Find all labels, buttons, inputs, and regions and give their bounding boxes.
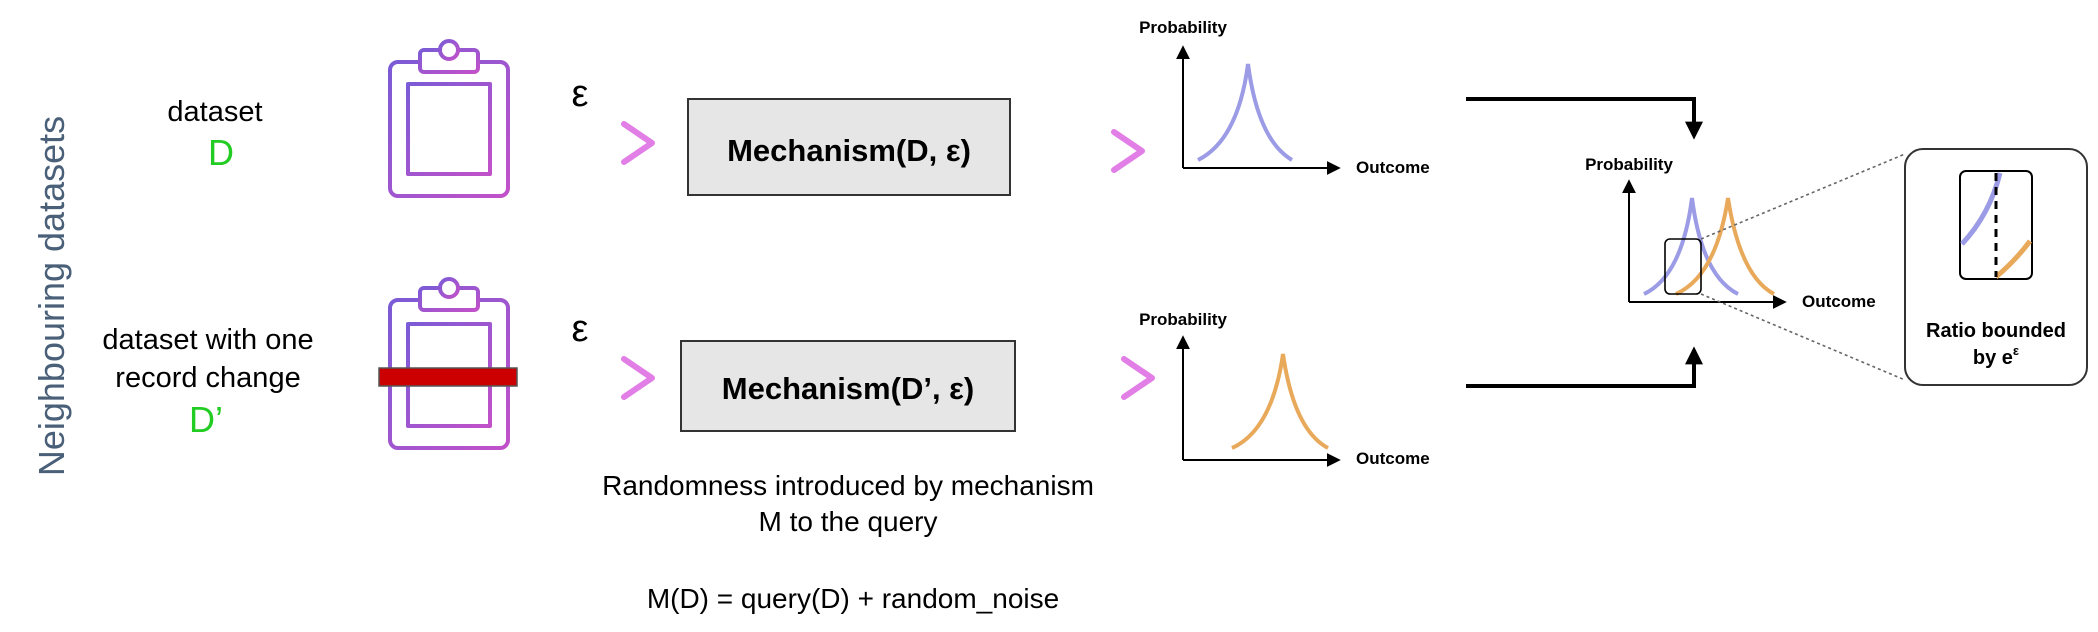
zoom-inner-box (1959, 170, 2033, 280)
top-dataset-label: dataset (167, 96, 262, 128)
mechanism-box-top (687, 98, 1011, 196)
mechanism-box-bottom (680, 340, 1016, 432)
distribution-curve-top (1197, 63, 1294, 162)
arrow-to-mechanism-bottom (542, 356, 655, 400)
arrow-to-mechanism-top (542, 121, 655, 165)
top-epsilon: ε (572, 73, 589, 115)
zoom-guide-top (1700, 153, 1906, 240)
zoom-curve-purple (1960, 172, 2003, 246)
zoom-caption-2: by eε (1973, 343, 2019, 369)
plot-top: Probability Outcome (1139, 18, 1430, 177)
distribution-curve-bottom (1231, 353, 1329, 450)
zoom-curve-orange (1994, 239, 2033, 279)
arrow-to-plot-bottom (1043, 356, 1155, 400)
zoom-panel: Ratio bounded by eε (1904, 148, 2088, 386)
randomness-caption-2: M to the query (759, 506, 938, 537)
mechanism-label-top: Mechanism(D, ε) (727, 133, 971, 168)
plot-top-xlabel: Outcome (1356, 158, 1430, 177)
zoom-caption-1: Ratio bounded (1926, 320, 2066, 342)
connector-arrow-top (1466, 97, 1703, 140)
bottom-dataset-symbol: D’ (189, 399, 223, 440)
plot-combined-ylabel: Probability (1585, 155, 1673, 174)
combined-curve-orange (1675, 197, 1775, 296)
plot-combined: Probability Outcome (1585, 155, 1876, 311)
mechanism-label-bottom: Mechanism(D’, ε) (722, 371, 974, 406)
randomness-caption-1: Randomness introduced by mechanism (602, 470, 1094, 501)
clipboard-icon-top (388, 39, 510, 198)
plot-top-ylabel: Probability (1139, 18, 1227, 37)
bottom-dataset-label-2: record change (115, 362, 300, 394)
plot-bottom-xlabel: Outcome (1356, 449, 1430, 468)
plot-bottom: Probability Outcome (1139, 310, 1430, 468)
zoom-caption-2-text: by e (1973, 347, 2013, 369)
redaction-bar (378, 367, 518, 387)
bottom-epsilon: ε (572, 308, 589, 350)
plot-combined-xlabel: Outcome (1802, 292, 1876, 311)
connector-arrow-bottom (1466, 346, 1703, 388)
bottom-dataset-label-1: dataset with one (102, 324, 313, 356)
mechanism-formula: M(D) = query(D) + random_noise (647, 583, 1059, 614)
noise-waveform-icon (783, 224, 891, 308)
zoom-guide-bottom (1700, 293, 1906, 381)
top-dataset-symbol: D (208, 132, 234, 173)
clipboard-icon-bottom (388, 277, 510, 450)
plot-bottom-ylabel: Probability (1139, 310, 1227, 329)
side-label: Neighbouring datasets (31, 116, 72, 476)
zoom-caption-sup: ε (2013, 343, 2019, 358)
arrow-to-plot-top (1033, 129, 1145, 173)
zoom-region-box (1664, 238, 1702, 295)
